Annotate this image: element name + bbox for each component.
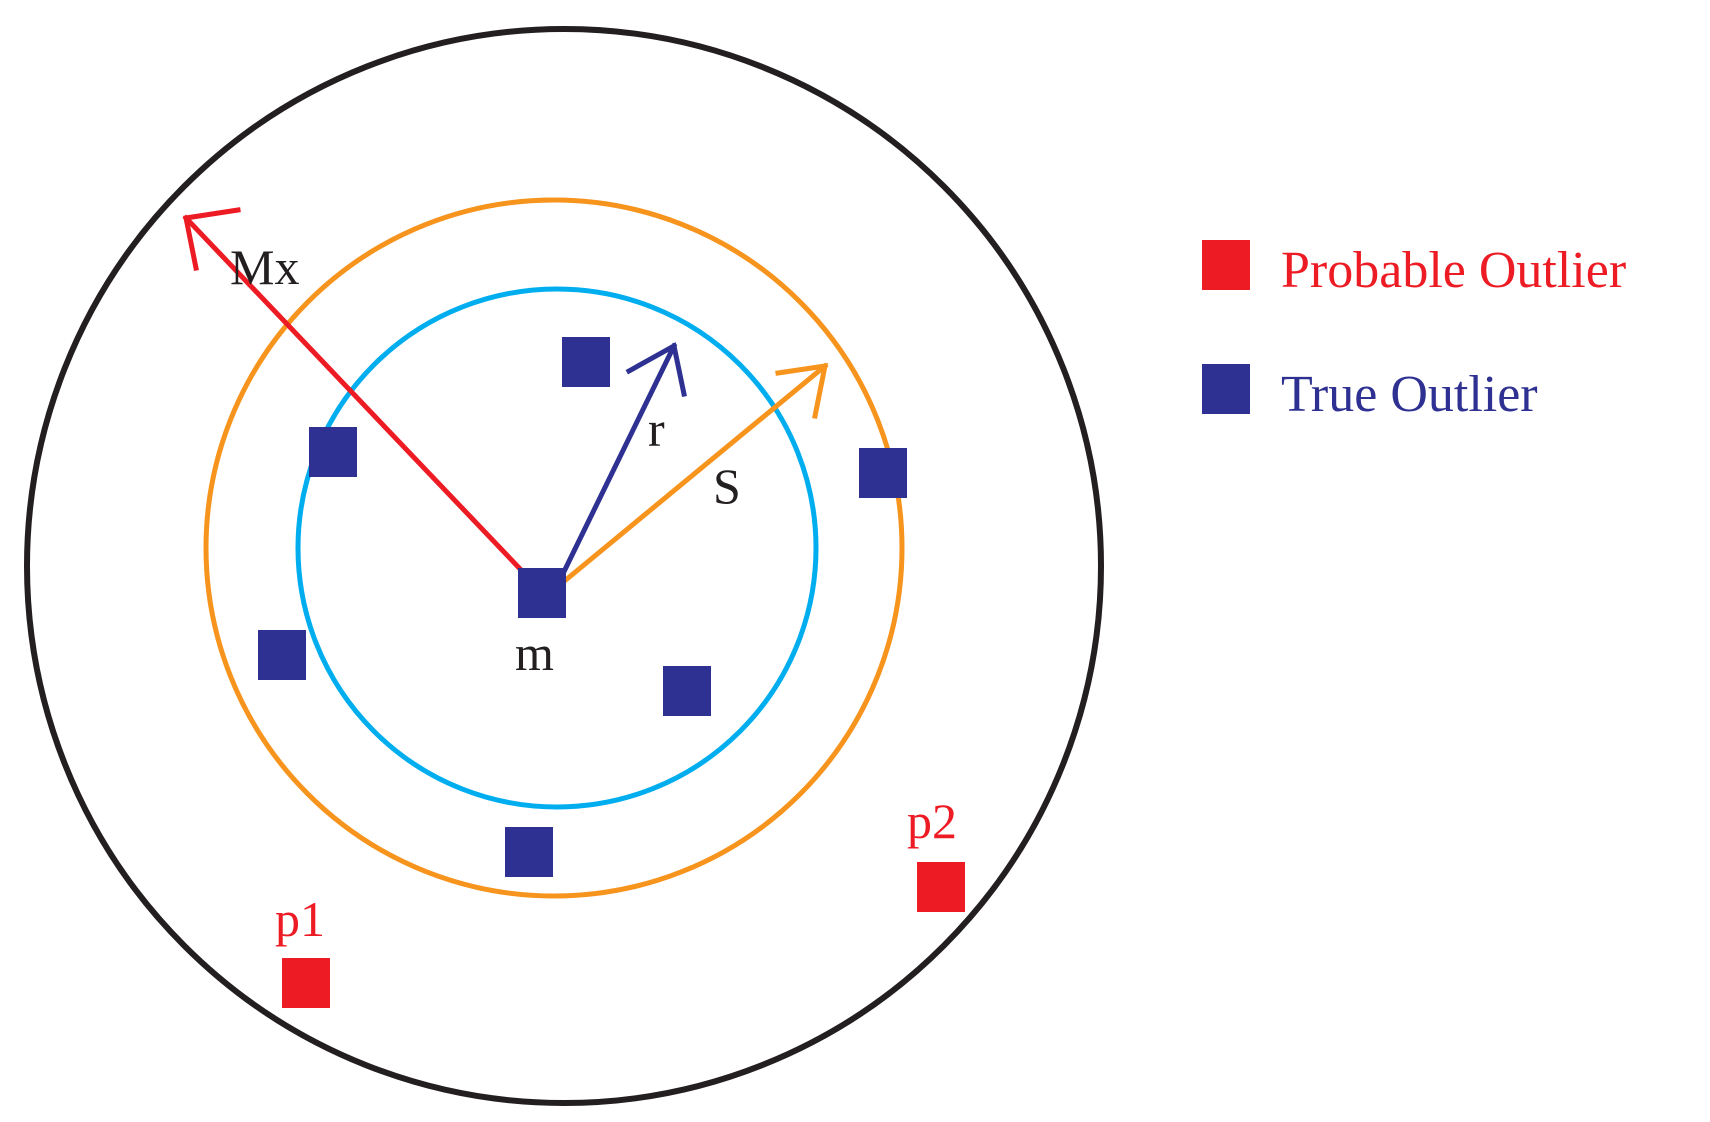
legend-probable-label: Probable Outlier <box>1281 242 1626 299</box>
true-outlier-point <box>663 666 711 716</box>
true-outlier-points <box>258 337 907 877</box>
label-mx: Mx <box>230 239 299 295</box>
label-m: m <box>515 625 554 681</box>
true-outlier-point <box>505 827 553 877</box>
middle-circle-s <box>203 197 905 899</box>
legend: Probable Outlier True Outlier <box>1202 240 1626 423</box>
label-s: S <box>713 458 741 514</box>
mx-arrow <box>182 207 527 576</box>
true-outlier-point <box>562 337 610 387</box>
legend-true-label: True Outlier <box>1281 366 1538 423</box>
true-outlier-point <box>309 427 357 477</box>
r-arrow <box>552 342 687 592</box>
label-r: r <box>648 401 665 457</box>
inner-circle-r <box>295 286 819 810</box>
true-outlier-point <box>859 448 907 498</box>
true-outlier-point <box>258 630 306 680</box>
probable-outlier-points <box>282 862 965 1008</box>
label-p1: p1 <box>275 891 325 947</box>
true-outlier-point-m <box>518 568 566 618</box>
legend-true-swatch <box>1202 364 1250 414</box>
legend-probable-swatch <box>1202 240 1250 290</box>
s-arrow <box>552 362 829 592</box>
probable-outlier-point-p1 <box>282 958 330 1008</box>
label-p2: p2 <box>907 793 957 849</box>
outer-circle-mx <box>24 26 1104 1106</box>
probable-outlier-point-p2 <box>917 862 965 912</box>
